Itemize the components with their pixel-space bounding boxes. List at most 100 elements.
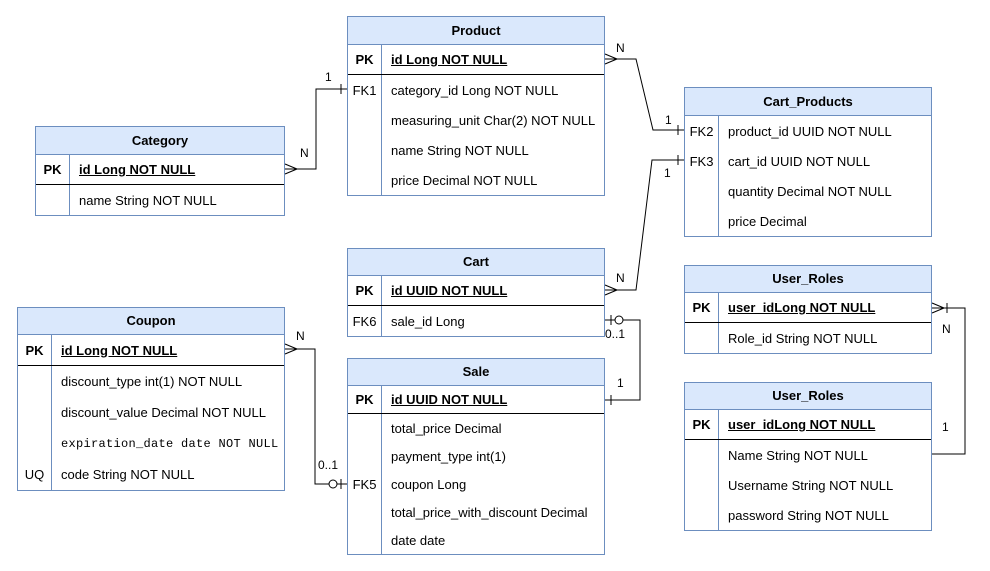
row-field-text: measuring_unit Char(2) NOT NULL bbox=[391, 112, 596, 128]
entity-title-coupon: Coupon bbox=[18, 308, 284, 335]
cardinality-label: 0..1 bbox=[318, 458, 339, 472]
entity-row: expiration_date date NOT NULL bbox=[18, 428, 284, 459]
cardinality-label: N bbox=[300, 146, 309, 160]
cardinality-label: N bbox=[616, 41, 625, 55]
entity-row: discount_type int(1) NOT NULL bbox=[18, 366, 284, 397]
row-field-text: product_id UUID NOT NULL bbox=[728, 123, 892, 139]
cardinality-label: 1 bbox=[617, 376, 624, 390]
entity-row: price Decimal NOT NULL bbox=[348, 165, 604, 195]
row-key-label bbox=[348, 414, 382, 442]
cardinality-label: 1 bbox=[942, 420, 949, 434]
entity-row: PK id Long NOT NULL bbox=[18, 335, 284, 366]
entity-row: quantity Decimal NOT NULL bbox=[685, 176, 931, 206]
row-key-label bbox=[18, 366, 52, 397]
row-key-label: PK bbox=[348, 276, 382, 305]
row-key-label bbox=[685, 500, 719, 530]
row-field-text: name String NOT NULL bbox=[391, 142, 529, 158]
row-field-text: password String NOT NULL bbox=[728, 507, 889, 523]
row-field-text: Username String NOT NULL bbox=[728, 477, 894, 493]
row-field-text: id Long NOT NULL bbox=[391, 52, 508, 67]
row-field-text: coupon Long bbox=[391, 476, 467, 492]
entity-row: PK id Long NOT NULL bbox=[348, 45, 604, 75]
row-field-text: discount_type int(1) NOT NULL bbox=[61, 374, 243, 389]
cardinality-label: 1 bbox=[325, 70, 332, 84]
entity-row: measuring_unit Char(2) NOT NULL bbox=[348, 105, 604, 135]
row-key-label: PK bbox=[18, 335, 52, 365]
row-field-text: category_id Long NOT NULL bbox=[391, 82, 559, 98]
entity-row: PK user_idLong NOT NULL bbox=[685, 293, 931, 323]
row-field-text: id UUID NOT NULL bbox=[391, 392, 508, 407]
entity-title-product: Product bbox=[348, 17, 604, 45]
row-key-label: FK1 bbox=[348, 75, 382, 105]
entity-row: payment_type int(1) bbox=[348, 442, 604, 470]
entity-row: FK3 cart_id UUID NOT NULL bbox=[685, 146, 931, 176]
row-key-label: PK bbox=[348, 45, 382, 74]
row-field-text: expiration_date date NOT NULL bbox=[61, 436, 279, 451]
row-field-text: user_idLong NOT NULL bbox=[728, 300, 876, 315]
row-key-label bbox=[348, 135, 382, 165]
cardinality-label: 1 bbox=[664, 166, 671, 180]
row-field-text: total_price_with_discount Decimal bbox=[391, 504, 588, 520]
row-key-label bbox=[685, 206, 719, 236]
row-field-text: cart_id UUID NOT NULL bbox=[728, 153, 871, 169]
row-field-text: Name String NOT NULL bbox=[728, 447, 868, 463]
row-key-label: PK bbox=[348, 386, 382, 413]
row-field-text: date date bbox=[391, 532, 446, 548]
entity-title-cart-products: Cart_Products bbox=[685, 88, 931, 116]
entity-title-user-roles-top: User_Roles bbox=[685, 266, 931, 293]
row-key-label: PK bbox=[685, 410, 719, 439]
connector-category-product[interactable] bbox=[284, 84, 347, 175]
row-key-label: FK6 bbox=[348, 306, 382, 336]
entity-row: total_price Decimal bbox=[348, 414, 604, 442]
entity-row: FK6 sale_id Long bbox=[348, 306, 604, 336]
row-field-text: quantity Decimal NOT NULL bbox=[728, 183, 892, 199]
entity-row: FK5 coupon Long bbox=[348, 470, 604, 498]
entity-row: name String NOT NULL bbox=[348, 135, 604, 165]
entity-row: Name String NOT NULL bbox=[685, 440, 931, 470]
row-key-label bbox=[685, 323, 719, 353]
row-key-label: PK bbox=[685, 293, 719, 322]
row-key-label: PK bbox=[36, 155, 70, 184]
row-key-label bbox=[685, 470, 719, 500]
row-key-label bbox=[18, 428, 52, 459]
row-key-label: UQ bbox=[18, 459, 52, 490]
cardinality-label: 0..1 bbox=[605, 327, 626, 341]
row-key-label bbox=[18, 397, 52, 428]
row-field-text: price Decimal NOT NULL bbox=[391, 172, 538, 188]
entity-row: PK id UUID NOT NULL bbox=[348, 386, 604, 414]
row-field-text: total_price Decimal bbox=[391, 420, 502, 436]
row-field-text: discount_value Decimal NOT NULL bbox=[61, 405, 266, 420]
entity-row: name String NOT NULL bbox=[36, 185, 284, 215]
row-field-text: Role_id String NOT NULL bbox=[728, 330, 878, 346]
entity-row: date date bbox=[348, 526, 604, 554]
row-field-text: payment_type int(1) bbox=[391, 448, 506, 464]
row-field-text: id UUID NOT NULL bbox=[391, 283, 508, 298]
row-key-label bbox=[685, 440, 719, 470]
entity-row: Username String NOT NULL bbox=[685, 470, 931, 500]
cardinality-label: N bbox=[942, 322, 951, 336]
connector-product-cartproducts[interactable] bbox=[604, 53, 684, 135]
row-field-text: sale_id Long bbox=[391, 313, 465, 329]
entity-row: price Decimal bbox=[685, 206, 931, 236]
row-key-label bbox=[348, 165, 382, 195]
cardinality-label: 1 bbox=[665, 113, 672, 127]
row-key-label: FK3 bbox=[685, 146, 719, 176]
row-key-label bbox=[685, 176, 719, 206]
row-key-label: FK5 bbox=[348, 470, 382, 498]
entity-title-category: Category bbox=[36, 127, 284, 155]
entity-title-cart: Cart bbox=[348, 249, 604, 276]
cardinality-label: N bbox=[616, 271, 625, 285]
row-field-text: id Long NOT NULL bbox=[61, 342, 178, 358]
entity-row: FK1 category_id Long NOT NULL bbox=[348, 75, 604, 105]
row-field-text: code String NOT NULL bbox=[61, 467, 195, 482]
